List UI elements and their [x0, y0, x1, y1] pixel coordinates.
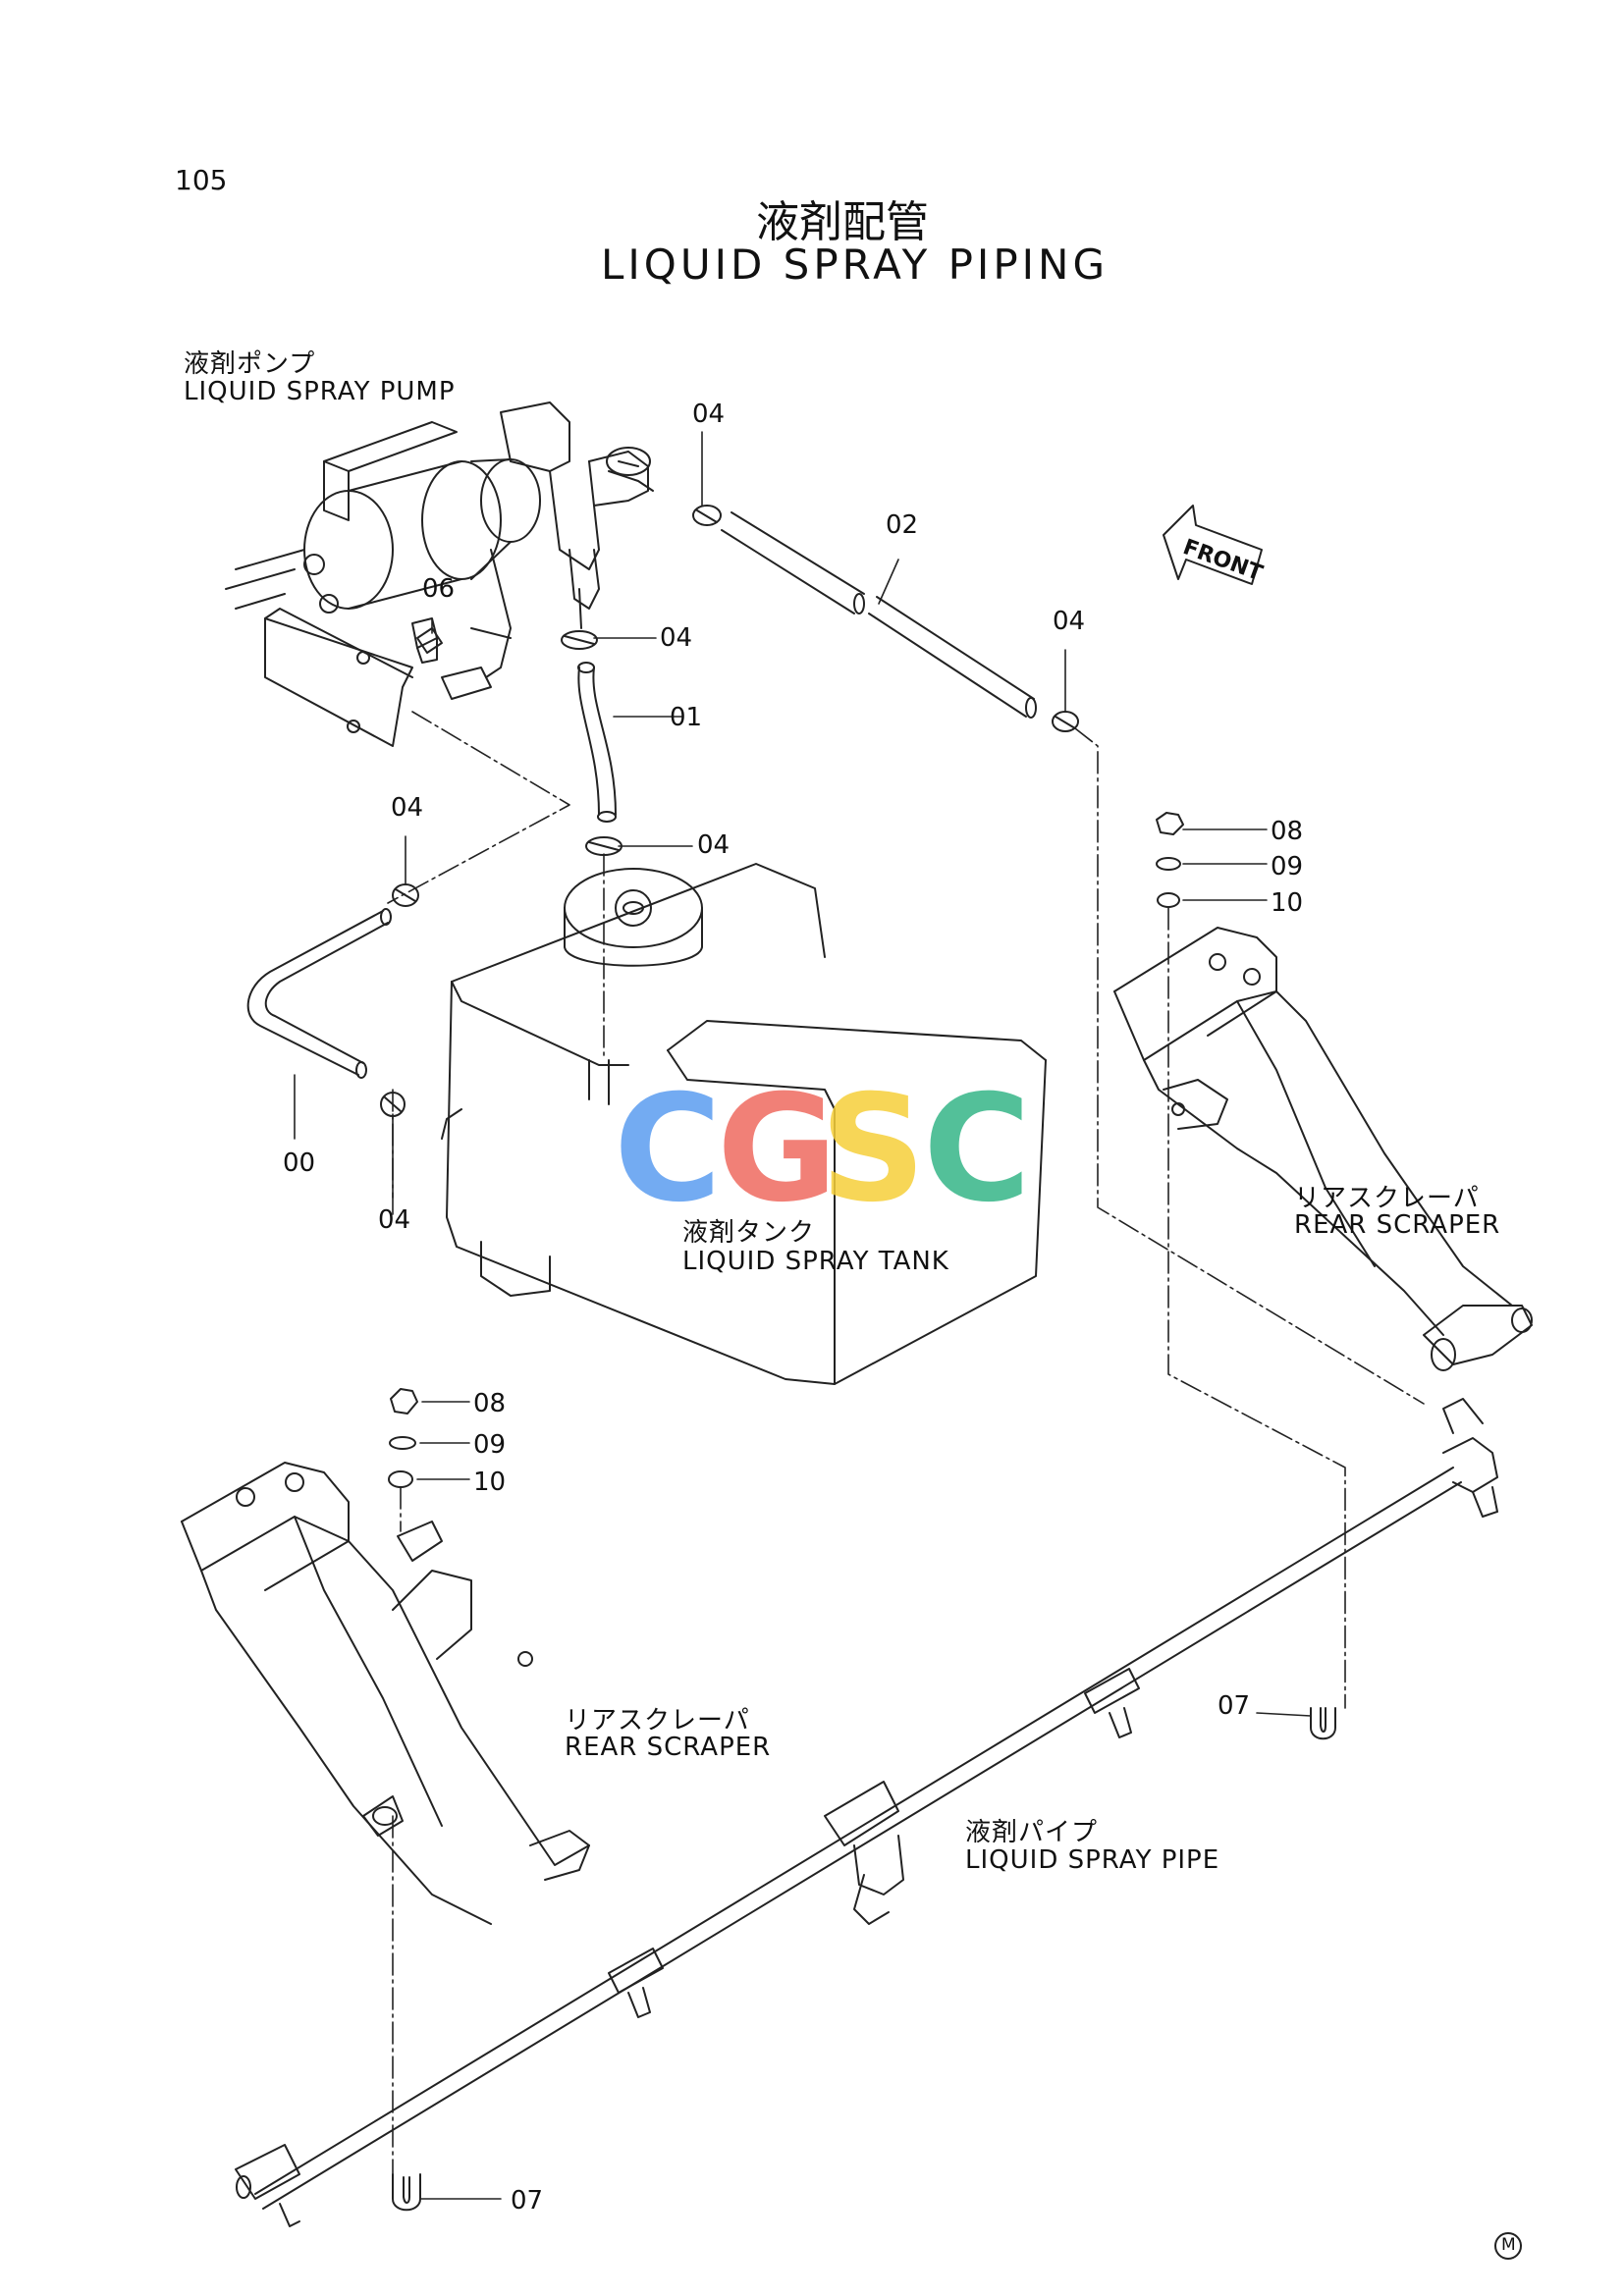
- callout-04-left-top: 04: [391, 793, 424, 823]
- liquid-spray-pump-drawing: [225, 401, 654, 747]
- watermark-letter: C: [614, 1064, 722, 1235]
- callout-06: 06: [422, 574, 456, 604]
- watermark-letter: C: [923, 1064, 1031, 1235]
- spray-pipe-label-japanese: 液剤パイプ: [965, 1818, 1099, 1847]
- callout-08-right: 08: [1271, 817, 1304, 846]
- callout-08-left: 08: [473, 1389, 507, 1418]
- callout-04-middle: 04: [660, 623, 693, 653]
- left-nut-washer-stack-drawing: [388, 1388, 418, 1488]
- tank-label-japanese: 液剤タンク: [682, 1218, 816, 1248]
- callout-01: 01: [670, 703, 703, 732]
- page-number: 105: [175, 164, 228, 196]
- front-arrow-outline: [1163, 505, 1263, 585]
- pump-label-japanese: 液剤ポンプ: [184, 349, 316, 379]
- rear-scraper-left-label-japanese: リアスクレーパ: [565, 1706, 750, 1735]
- hose-00-drawing: [246, 908, 392, 1079]
- callout-10-left: 10: [473, 1468, 507, 1497]
- hose-01-drawing: [577, 662, 617, 823]
- rear-scraper-right-label-english: REAR SCRAPER: [1294, 1210, 1501, 1240]
- right-nut-washer-stack-drawing: [1156, 812, 1184, 908]
- rear-scraper-right-drawing: [1113, 927, 1533, 1371]
- hose-02-drawing: [721, 511, 1037, 719]
- callout-09-left: 09: [473, 1430, 507, 1460]
- callout-02: 02: [886, 510, 919, 540]
- callout-07-bottom: 07: [511, 2186, 544, 2216]
- rear-scraper-left-label-english: REAR SCRAPER: [565, 1733, 772, 1762]
- spray-pipe-label-english: LIQUID SPRAY PIPE: [965, 1845, 1220, 1875]
- callout-04-tank: 04: [697, 830, 731, 860]
- callout-10-right: 10: [1271, 888, 1304, 918]
- callout-04-right: 04: [1053, 607, 1086, 636]
- rear-scraper-right-label-japanese: リアスクレーパ: [1294, 1184, 1480, 1213]
- title-japanese: 液剤配管: [756, 197, 929, 247]
- leader-lines: [294, 431, 1312, 2200]
- watermark-letter: G: [717, 1064, 838, 1235]
- u-bolts-drawing: [392, 1707, 1336, 2212]
- callout-04-top: 04: [692, 400, 726, 429]
- title-english: LIQUID SPRAY PIPING: [601, 240, 1109, 289]
- pump-label-english: LIQUID SPRAY PUMP: [184, 377, 456, 406]
- callout-07-right: 07: [1218, 1691, 1251, 1721]
- fitting-06-drawing: [416, 627, 443, 654]
- tank-label-english: LIQUID SPRAY TANK: [682, 1247, 949, 1276]
- watermark-letter: S: [820, 1064, 926, 1235]
- liquid-spray-pipe-drawing: [235, 1398, 1498, 2227]
- callout-09-right: 09: [1271, 852, 1304, 881]
- callout-04-left-bottom: 04: [378, 1205, 411, 1235]
- callout-00: 00: [283, 1148, 316, 1178]
- routing-lines: [387, 711, 1425, 2175]
- hose-clamps-drawing: [380, 505, 1079, 1117]
- corner-circle: [1494, 2232, 1522, 2260]
- rear-scraper-left-drawing: [181, 1462, 590, 1925]
- corner-mark: M: [1501, 2235, 1516, 2255]
